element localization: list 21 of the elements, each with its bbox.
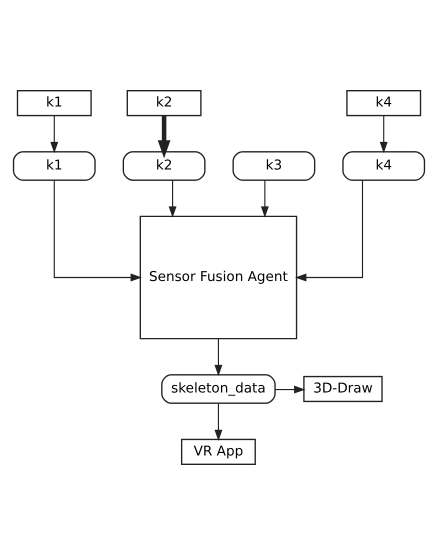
- arrow: [260, 180, 268, 218]
- node-box: k2: [122, 150, 206, 180]
- node-box: Sensor Fusion Agent: [139, 215, 297, 339]
- node-box: k3: [232, 150, 315, 180]
- arrow: [379, 115, 388, 153]
- node-box: k2: [126, 90, 202, 116]
- node-box: skeleton_data: [160, 374, 276, 404]
- node-box: k1: [16, 90, 92, 116]
- node-box: k1: [12, 150, 96, 180]
- arrow: [168, 180, 176, 218]
- arrow: [157, 115, 170, 158]
- node-box: k4: [346, 90, 421, 116]
- node-box: k4: [342, 150, 425, 180]
- arrow: [50, 115, 58, 153]
- arrow: [294, 180, 363, 281]
- arrow: [53, 180, 142, 281]
- node-box: 3D-Draw: [302, 375, 382, 402]
- arrow: [214, 338, 222, 376]
- arrow: [274, 385, 305, 394]
- node-box: VR App: [180, 438, 256, 464]
- arrow: [214, 402, 222, 441]
